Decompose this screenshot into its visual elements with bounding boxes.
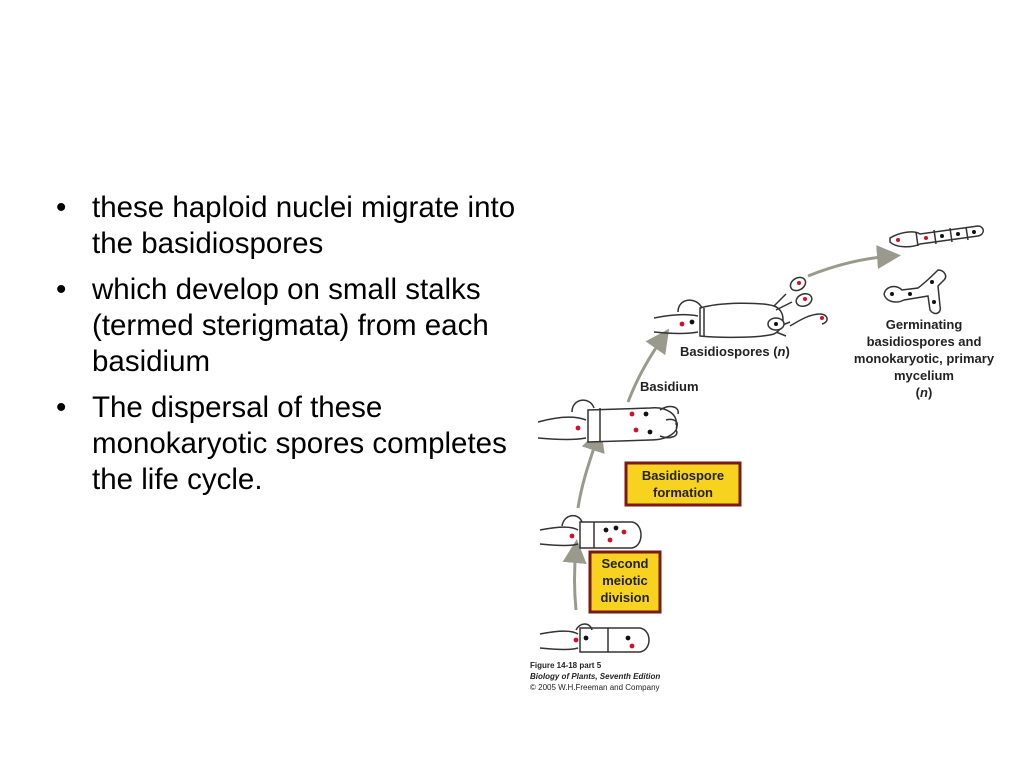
svg-text:Biology of Plants, Seventh Edi: Biology of Plants, Seventh Edition bbox=[530, 672, 660, 681]
svg-text:Second: Second bbox=[602, 556, 649, 571]
svg-text:formation: formation bbox=[653, 485, 713, 500]
box-basidiospore-formation: Basidiospore formation bbox=[624, 461, 742, 507]
svg-text:mycelium: mycelium bbox=[894, 368, 954, 383]
arrow-right bbox=[807, 245, 901, 278]
progression-arrows bbox=[562, 245, 901, 611]
svg-text:Germinating: Germinating bbox=[886, 317, 963, 332]
svg-text:monokaryotic, primary: monokaryotic, primary bbox=[854, 351, 995, 366]
label-basidiospores: Basidiospores (n) bbox=[680, 344, 790, 359]
arrow-up-1 bbox=[562, 539, 587, 611]
label-basidium: Basidium bbox=[640, 379, 699, 394]
basidium-cell bbox=[537, 399, 679, 443]
svg-text:basidiospores and: basidiospores and bbox=[867, 334, 982, 349]
label-germinating: Germinating basidiospores and monokaryot… bbox=[854, 317, 995, 400]
arrow-up-3 bbox=[626, 328, 670, 403]
hypha-meiosis bbox=[539, 514, 642, 549]
life-cycle-figure: Basidiospores (n) Basidium Germinating b… bbox=[520, 210, 1024, 700]
box-second-meiotic-division: Second meiotic division bbox=[588, 550, 662, 614]
svg-text:(n): (n) bbox=[916, 385, 933, 400]
life-cycle-diagram: Basidiospores (n) Basidium Germinating b… bbox=[530, 225, 995, 692]
svg-text:division: division bbox=[600, 590, 649, 605]
bullet-item: these haploid nuclei migrate into the ba… bbox=[56, 190, 526, 262]
svg-text:meiotic: meiotic bbox=[602, 573, 648, 588]
bullet-list: these haploid nuclei migrate into the ba… bbox=[56, 190, 526, 508]
svg-text:Basidiospore: Basidiospore bbox=[642, 468, 724, 483]
bullet-item: which develop on small stalks (termed st… bbox=[56, 272, 526, 380]
bullet-item: The dispersal of these monokaryotic spor… bbox=[56, 390, 526, 498]
germinating-mycelium bbox=[883, 225, 984, 315]
hypha-bottom bbox=[539, 623, 650, 653]
arrow-up-2 bbox=[576, 427, 605, 509]
svg-text:© 2005 W.H.Freeman and Company: © 2005 W.H.Freeman and Company bbox=[530, 683, 660, 692]
svg-text:Figure 14-18 part 5: Figure 14-18 part 5 bbox=[530, 661, 602, 670]
basidium-with-spores bbox=[653, 276, 828, 339]
figure-caption: Figure 14-18 part 5 Biology of Plants, S… bbox=[530, 661, 660, 692]
